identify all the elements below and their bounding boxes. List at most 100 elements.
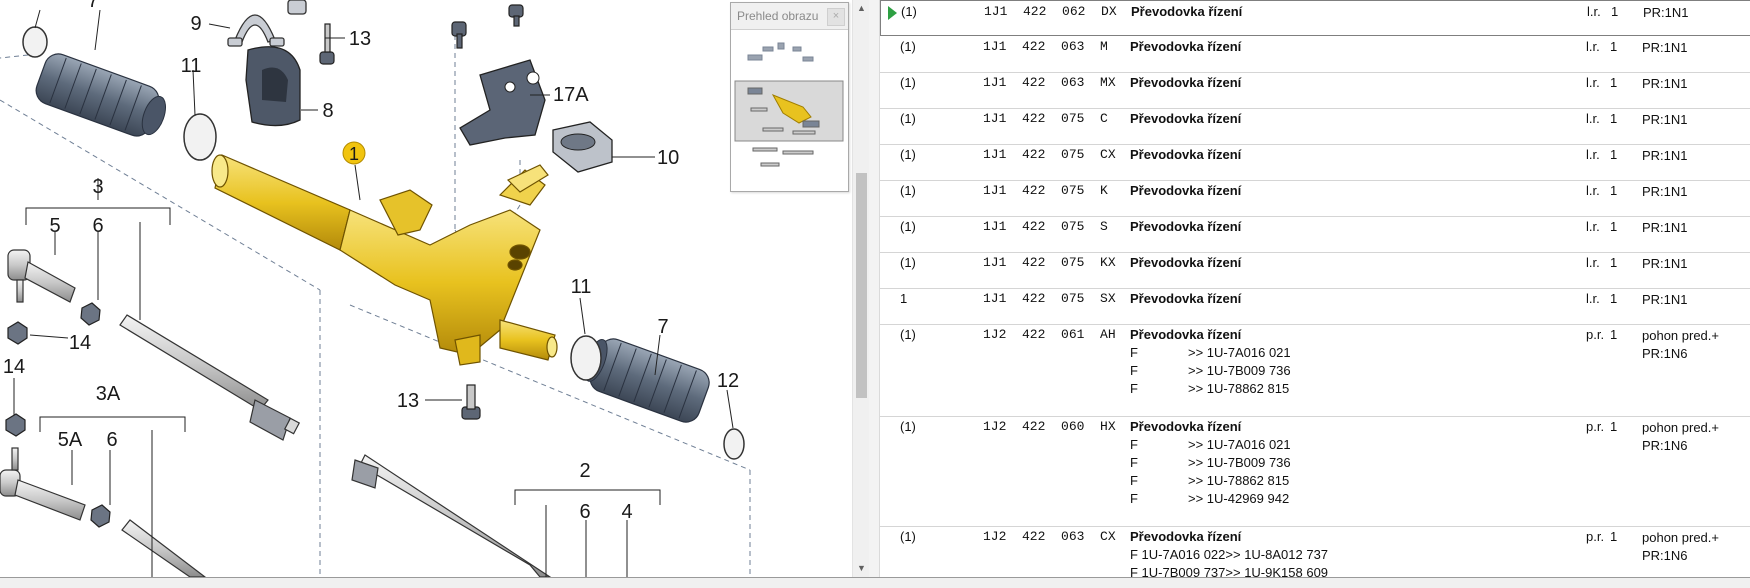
part-quantity: (1) bbox=[900, 327, 916, 342]
part-description: Převodovka řízení bbox=[1130, 419, 1242, 434]
part-number: 1J1 422 063 M bbox=[983, 39, 1108, 54]
sub-flag: F bbox=[1130, 345, 1138, 360]
callout-10: 10 bbox=[657, 147, 679, 169]
scroll-down-arrow-icon[interactable]: ▼ bbox=[857, 563, 866, 573]
part-count: 1 bbox=[1611, 4, 1619, 19]
part-quantity: (1) bbox=[901, 4, 917, 19]
sub-flag: F bbox=[1130, 381, 1138, 396]
sub-text: >> 1U-78862 815 bbox=[1188, 473, 1290, 488]
callout-8: 8 bbox=[322, 100, 333, 122]
callout-13-upper: 13 bbox=[349, 28, 371, 50]
part-note-line: PR:1N1 bbox=[1642, 40, 1688, 55]
part-count: 1 bbox=[1610, 147, 1618, 162]
part-sub-line: F>> 1U-7A016 021 bbox=[1130, 345, 1291, 360]
image-overview-window[interactable]: Prehled obrazu × bbox=[730, 2, 849, 192]
sub-flag: F bbox=[1130, 473, 1138, 488]
part-description: Převodovka řízení bbox=[1131, 4, 1243, 19]
part-number: 1J1 422 062 DX bbox=[984, 4, 1117, 19]
callout-1-badge bbox=[342, 141, 366, 165]
selected-row-arrow-icon bbox=[888, 6, 897, 20]
part-number: 1J1 422 075 C bbox=[983, 111, 1108, 126]
callout-labels: 7 9 13 11 8 17A 10 1 3 5 6 14 14 3A 5A 6… bbox=[3, 0, 739, 523]
callout-7-lower: 7 bbox=[657, 316, 668, 338]
callout-11-upper: 11 bbox=[181, 55, 202, 77]
part-description: Převodovka řízení bbox=[1130, 291, 1242, 306]
overview-thumbnail[interactable] bbox=[733, 33, 845, 187]
tie-rod-2 bbox=[351, 454, 552, 577]
callout-1: 1 bbox=[349, 144, 359, 164]
part-unit: p.r. bbox=[1586, 419, 1605, 434]
part-unit: l.r. bbox=[1586, 255, 1600, 270]
scrollbar-thumb[interactable] bbox=[856, 173, 867, 398]
part-note: PR:1N1 bbox=[1642, 147, 1688, 165]
sub-flag: F bbox=[1130, 437, 1138, 452]
callout-5A: 5A bbox=[58, 429, 83, 451]
part-unit: l.r. bbox=[1586, 75, 1600, 90]
scroll-up-arrow-icon[interactable]: ▲ bbox=[857, 3, 866, 13]
part-sub-line: F>> 1U-7B009 736 bbox=[1130, 455, 1291, 470]
part-unit: p.r. bbox=[1586, 529, 1605, 544]
part-count: 1 bbox=[1610, 291, 1618, 306]
part-note-line: PR:1N1 bbox=[1642, 292, 1688, 307]
horizontal-scrollbar[interactable] bbox=[0, 577, 1750, 588]
part-quantity: (1) bbox=[900, 419, 916, 434]
part-quantity: (1) bbox=[900, 219, 916, 234]
callout-14-left: 14 bbox=[3, 356, 25, 378]
part-count: 1 bbox=[1610, 529, 1618, 544]
part-note-line: PR:1N1 bbox=[1643, 5, 1689, 20]
part-quantity: (1) bbox=[900, 255, 916, 270]
part-note-line: PR:1N6 bbox=[1642, 346, 1688, 361]
part-description: Převodovka řízení bbox=[1130, 327, 1242, 342]
bracket-9 bbox=[227, 0, 307, 47]
part-number: 1J1 422 075 CX bbox=[983, 147, 1116, 162]
part-description: Převodovka řízení bbox=[1130, 111, 1242, 126]
sub-text: >> 1U-78862 815 bbox=[1188, 381, 1290, 396]
tie-rod-end-5 bbox=[7, 249, 76, 303]
sub-text: >> 1U-7B009 736 bbox=[1188, 363, 1291, 378]
part-unit: l.r. bbox=[1586, 111, 1600, 126]
pad-10 bbox=[552, 121, 613, 173]
part-description: Převodovka řízení bbox=[1130, 529, 1242, 544]
tie-rod-3 bbox=[119, 314, 301, 441]
clamps bbox=[22, 26, 745, 460]
part-note: PR:1N1 bbox=[1642, 291, 1688, 309]
heat-shield-17A bbox=[459, 59, 546, 146]
part-note: PR:1N1 bbox=[1642, 39, 1688, 57]
part-unit: l.r. bbox=[1586, 183, 1600, 198]
callout-13-lower: 13 bbox=[397, 390, 419, 412]
overview-close-button[interactable]: × bbox=[827, 8, 845, 26]
part-quantity: (1) bbox=[900, 529, 916, 544]
callout-11-lower: 11 bbox=[571, 276, 592, 298]
part-sub-line: F 1U-7B009 737>> 1U-9K158 609 bbox=[1130, 565, 1328, 577]
part-unit: l.r. bbox=[1586, 147, 1600, 162]
exploded-diagram-pane[interactable]: 7 9 13 11 8 17A 10 1 3 5 6 14 14 3A 5A 6… bbox=[0, 0, 852, 577]
callout-9: 9 bbox=[190, 13, 201, 35]
part-note-line: pohon pred.+ bbox=[1642, 328, 1719, 343]
part-sub-line: F>> 1U-7A016 021 bbox=[1130, 437, 1291, 452]
pane-splitter[interactable] bbox=[869, 0, 880, 577]
overview-title: Prehled obrazu × bbox=[731, 3, 848, 30]
part-note: PR:1N1 bbox=[1642, 183, 1688, 201]
part-note-line: PR:1N6 bbox=[1642, 438, 1688, 453]
callout-7-upper: 7 bbox=[87, 0, 98, 12]
diagram-vertical-scrollbar[interactable]: ▲ ▼ bbox=[852, 0, 870, 577]
steering-rack-1 bbox=[211, 154, 558, 366]
part-unit: l.r. bbox=[1586, 39, 1600, 54]
part-note-line: PR:1N1 bbox=[1642, 256, 1688, 271]
boot-7-upper bbox=[35, 53, 166, 137]
part-count: 1 bbox=[1610, 183, 1618, 198]
part-count: 1 bbox=[1610, 111, 1618, 126]
